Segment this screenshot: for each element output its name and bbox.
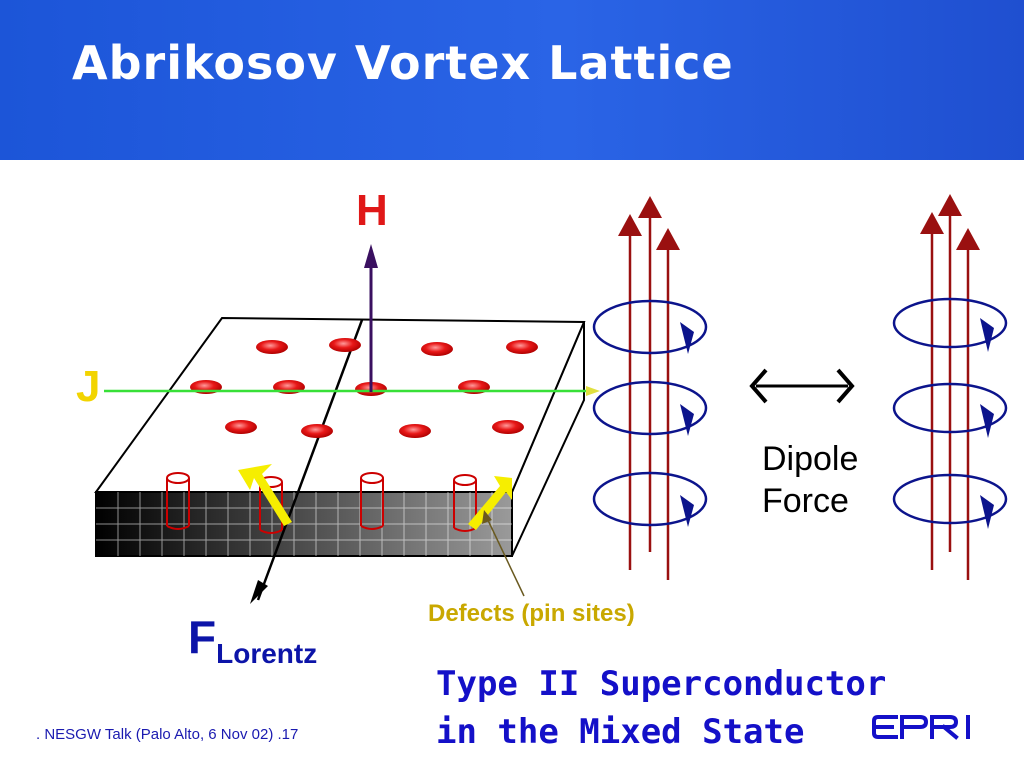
dipole-double-arrow bbox=[749, 368, 855, 404]
vortex-core bbox=[421, 342, 453, 356]
lorentz-arrowhead bbox=[250, 580, 268, 604]
slide-footer: . NESGW Talk (Palo Alto, 6 Nov 02) .17 bbox=[36, 726, 299, 743]
current-j-label: J bbox=[76, 362, 101, 411]
pinning-arrow bbox=[238, 464, 292, 526]
lorentz-force-label: FLorentz bbox=[188, 610, 317, 669]
defect-cylinder bbox=[166, 472, 190, 530]
dipole-force-label: Dipole Force bbox=[762, 438, 858, 522]
field-h-arrowhead bbox=[364, 244, 378, 268]
defect-cylinder bbox=[360, 472, 384, 530]
vortex-core bbox=[329, 338, 361, 352]
defects-pointer-head bbox=[482, 510, 492, 524]
vortex-core bbox=[301, 424, 333, 438]
defects-label: Defects (pin sites) bbox=[428, 600, 635, 627]
epri-logo bbox=[872, 715, 970, 740]
vortex-core bbox=[225, 420, 257, 434]
defects-pointer bbox=[485, 515, 525, 597]
vortex-core bbox=[506, 340, 538, 354]
pinning-force-arrows bbox=[238, 464, 512, 530]
caption-line-1: Type II Superconductor bbox=[436, 664, 887, 704]
slide-caption: Type II Superconductor in the Mixed Stat… bbox=[436, 660, 886, 756]
pinning-arrow bbox=[468, 476, 512, 530]
flux-tube-right bbox=[892, 194, 1008, 580]
dipole-line-1: Dipole bbox=[762, 440, 859, 478]
current-j-arrowhead bbox=[586, 386, 600, 396]
lorentz-force-main: F bbox=[188, 611, 217, 663]
defect-cylinders bbox=[166, 472, 477, 534]
field-h-label: H bbox=[356, 186, 388, 235]
flux-tube-left bbox=[592, 196, 708, 580]
vortex-core bbox=[399, 424, 431, 438]
vortex-core bbox=[256, 340, 288, 354]
lorentz-force-subscript: Lorentz bbox=[216, 638, 318, 669]
title-bar: Abrikosov Vortex Lattice bbox=[0, 0, 1024, 160]
slide-title: Abrikosov Vortex Lattice bbox=[72, 36, 734, 90]
dipole-line-2: Force bbox=[762, 482, 849, 520]
caption-line-2: in the Mixed State bbox=[436, 712, 805, 752]
vortex-core bbox=[492, 420, 524, 434]
lorentz-axis-line bbox=[256, 319, 364, 601]
